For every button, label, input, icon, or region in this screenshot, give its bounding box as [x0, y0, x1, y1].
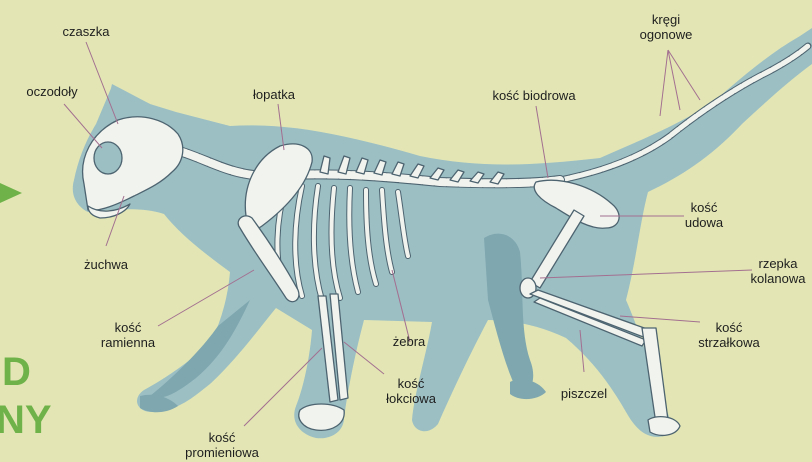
label-scapula: łopatka	[253, 87, 295, 102]
cat-silhouette	[73, 28, 812, 438]
edge-text-line1: D	[2, 350, 31, 394]
label-jaw: żuchwa	[84, 257, 128, 272]
label-skull: czaszka	[63, 24, 110, 39]
front-paw	[299, 404, 344, 430]
edge-text-line2: NY	[0, 398, 52, 442]
label-ribs: żebra	[393, 334, 426, 349]
label-tibia: piszczel	[561, 386, 607, 401]
label-eye-sockets: oczodoły	[26, 84, 77, 99]
triangle-right-icon	[0, 183, 22, 203]
label-hip-bone: kość biodrowa	[492, 88, 575, 103]
